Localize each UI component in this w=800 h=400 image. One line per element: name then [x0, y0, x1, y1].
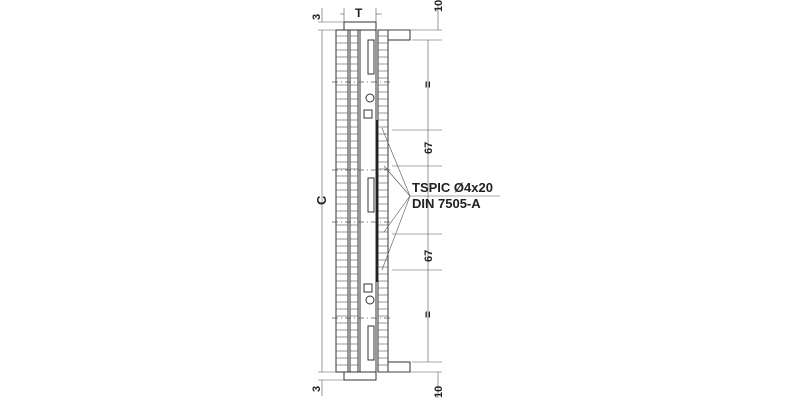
dim-top-gap: 3 — [311, 14, 323, 20]
left-panel — [335, 29, 349, 373]
callout-standard: DIN 7505-A — [412, 196, 481, 211]
top-shelf-stub — [387, 29, 411, 41]
dim-spacing-bottom: 67 — [423, 250, 435, 262]
cabinet-section — [332, 21, 411, 381]
hinge-fittings — [363, 39, 378, 361]
bottom-shelf-stub — [387, 361, 411, 373]
hatching — [336, 35, 388, 366]
dim-top-offset: 10 — [433, 0, 445, 12]
shelf-dividers — [332, 81, 392, 319]
dim-equal-top: = — [421, 81, 435, 88]
top-cap — [343, 21, 377, 31]
dim-bottom-offset: 10 — [433, 386, 445, 398]
callout-leaders — [381, 127, 500, 271]
dim-equal-bottom: = — [421, 311, 435, 318]
dim-depth: T — [355, 6, 363, 20]
bottom-cap — [343, 371, 377, 381]
callout-screw-spec: TSPIC Ø4x20 — [412, 180, 493, 195]
right-panel — [377, 29, 389, 373]
dim-spacing-top: 67 — [423, 142, 435, 154]
dim-bottom-gap: 3 — [311, 386, 323, 392]
dim-height: C — [314, 195, 329, 205]
inner-rail — [349, 29, 359, 373]
dimension-lines — [318, 4, 442, 398]
